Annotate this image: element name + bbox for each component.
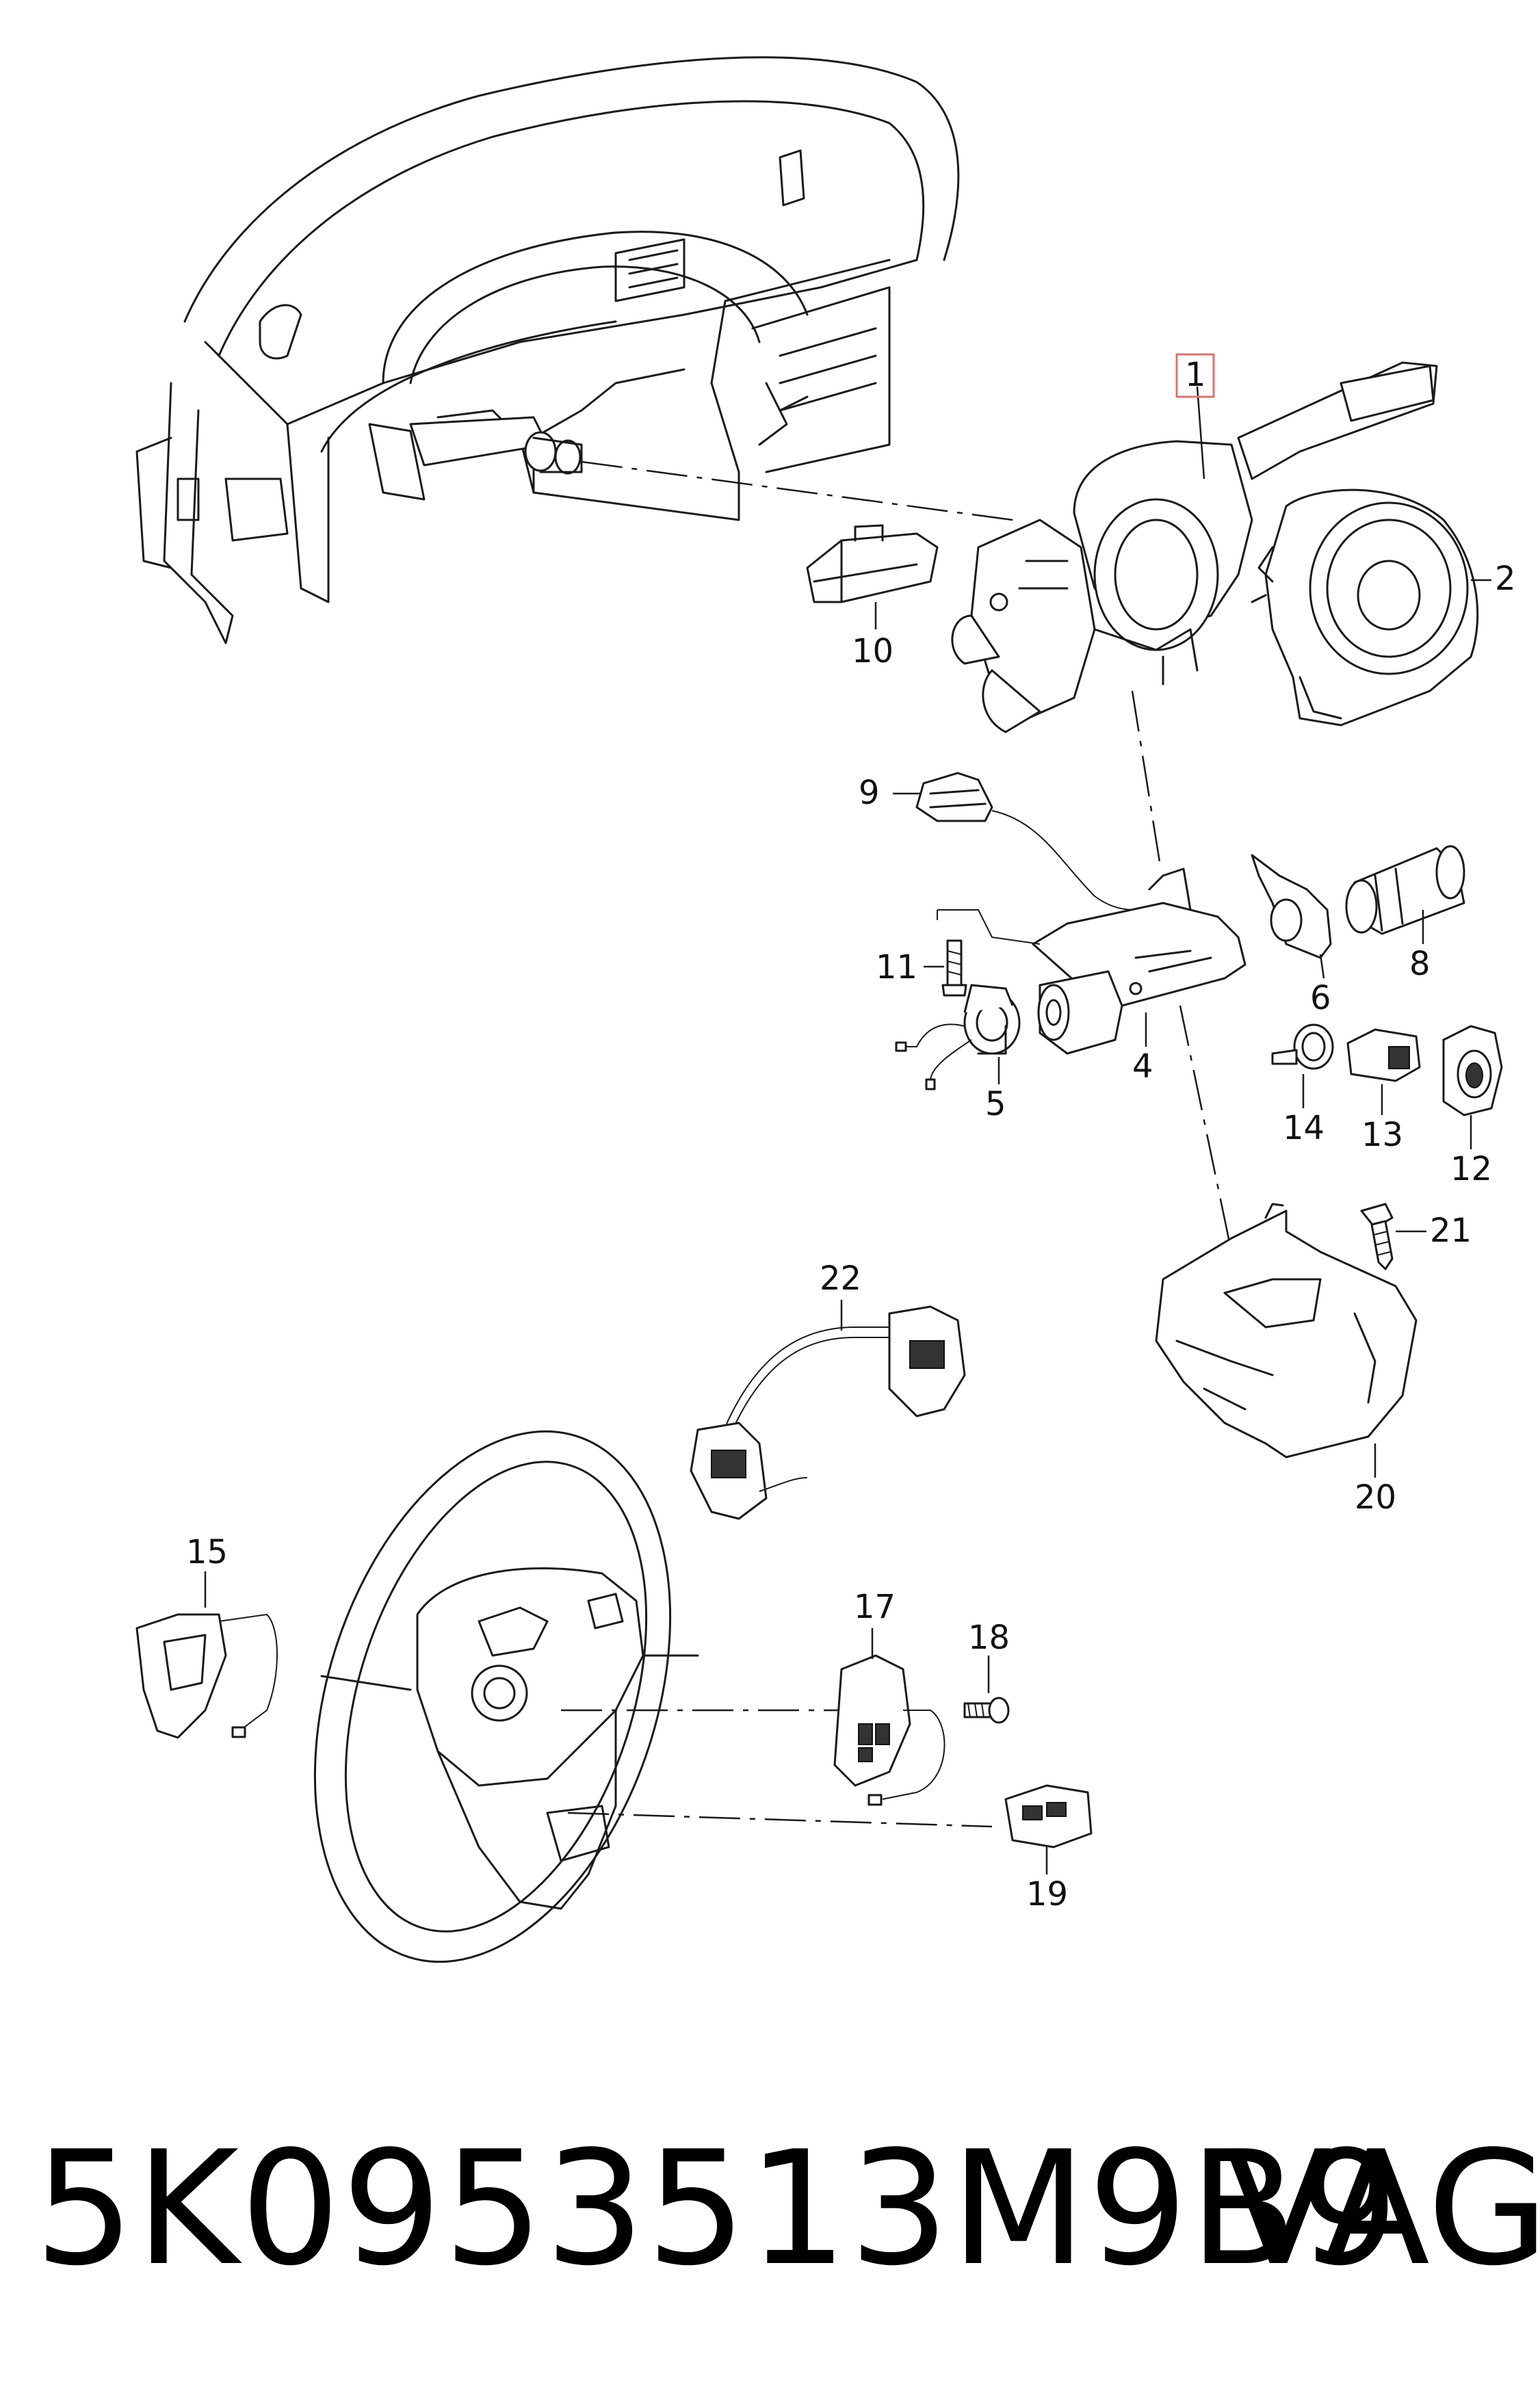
part-2-clock-spring-drawing — [1251, 488, 1479, 727]
callout-12[interactable]: 12 — [1450, 1150, 1492, 1188]
part-number-label: 5K0953513M9B9 — [34, 2118, 1400, 2301]
callout-21[interactable]: 21 — [1430, 1212, 1472, 1250]
callout-1-highlight — [1175, 353, 1215, 398]
callout-18[interactable]: 18 — [968, 1619, 1010, 1657]
axis-line-3 — [1179, 1005, 1233, 1253]
steering-wheel-drawing — [313, 1430, 699, 1963]
part-8-lock-cylinder-drawing — [1345, 845, 1465, 935]
callout-19[interactable]: 19 — [1026, 1875, 1068, 1913]
callout-10[interactable]: 10 — [852, 632, 893, 670]
part-11-bolt-drawing — [941, 939, 967, 997]
axis-line-wheel-2 — [567, 1812, 993, 1828]
part-15-trim-bracket-drawing — [135, 1613, 278, 1739]
part-21-screw-drawing — [1360, 1203, 1394, 1270]
part-18-screw-drawing — [963, 1697, 1010, 1724]
callout-8[interactable]: 8 — [1409, 945, 1431, 983]
part-9-sensor-drawing — [915, 772, 1164, 911]
part-17-button-panel-drawing — [833, 1654, 945, 1806]
part-22-multifunction-buttons-drawing — [690, 1305, 966, 1520]
leader-6 — [1319, 954, 1325, 979]
callout-22[interactable]: 22 — [820, 1259, 861, 1298]
brand-label: VAG — [1225, 2118, 1540, 2301]
callout-11[interactable]: 11 — [876, 948, 917, 986]
callout-4[interactable]: 4 — [1132, 1047, 1153, 1086]
part-5-ignition-switch-drawing — [895, 984, 1021, 1090]
part-19-switch-module-drawing — [1004, 1784, 1093, 1848]
part-14-ring-drawing — [1271, 1023, 1334, 1070]
callout-15[interactable]: 15 — [186, 1533, 228, 1571]
leader-1 — [1196, 386, 1205, 480]
callout-5[interactable]: 5 — [985, 1085, 1006, 1123]
callout-6[interactable]: 6 — [1310, 979, 1331, 1017]
assembly-axis-line — [581, 460, 1013, 521]
part-12-trim-ring-drawing — [1442, 1025, 1503, 1116]
callout-1[interactable]: 1 — [1185, 356, 1206, 394]
part-6-bracket-drawing — [1251, 854, 1332, 959]
part-20-column-cover-drawing — [1155, 1203, 1418, 1459]
callout-9[interactable]: 9 — [859, 774, 880, 812]
callout-20[interactable]: 20 — [1355, 1478, 1396, 1517]
part-1-steering-column-switch-drawing — [951, 361, 1438, 733]
dashboard-frame-drawing — [135, 56, 960, 644]
part-4-steering-lock-housing-drawing — [937, 867, 1247, 1055]
callout-2[interactable]: 2 — [1495, 560, 1516, 598]
part-13-switch-drawing — [1346, 1028, 1421, 1082]
callout-17[interactable]: 17 — [854, 1588, 896, 1626]
part-10-connector-drawing — [806, 524, 939, 603]
callout-14[interactable]: 14 — [1283, 1109, 1324, 1147]
axis-line-2 — [1131, 690, 1161, 863]
callout-13[interactable]: 13 — [1361, 1116, 1403, 1154]
